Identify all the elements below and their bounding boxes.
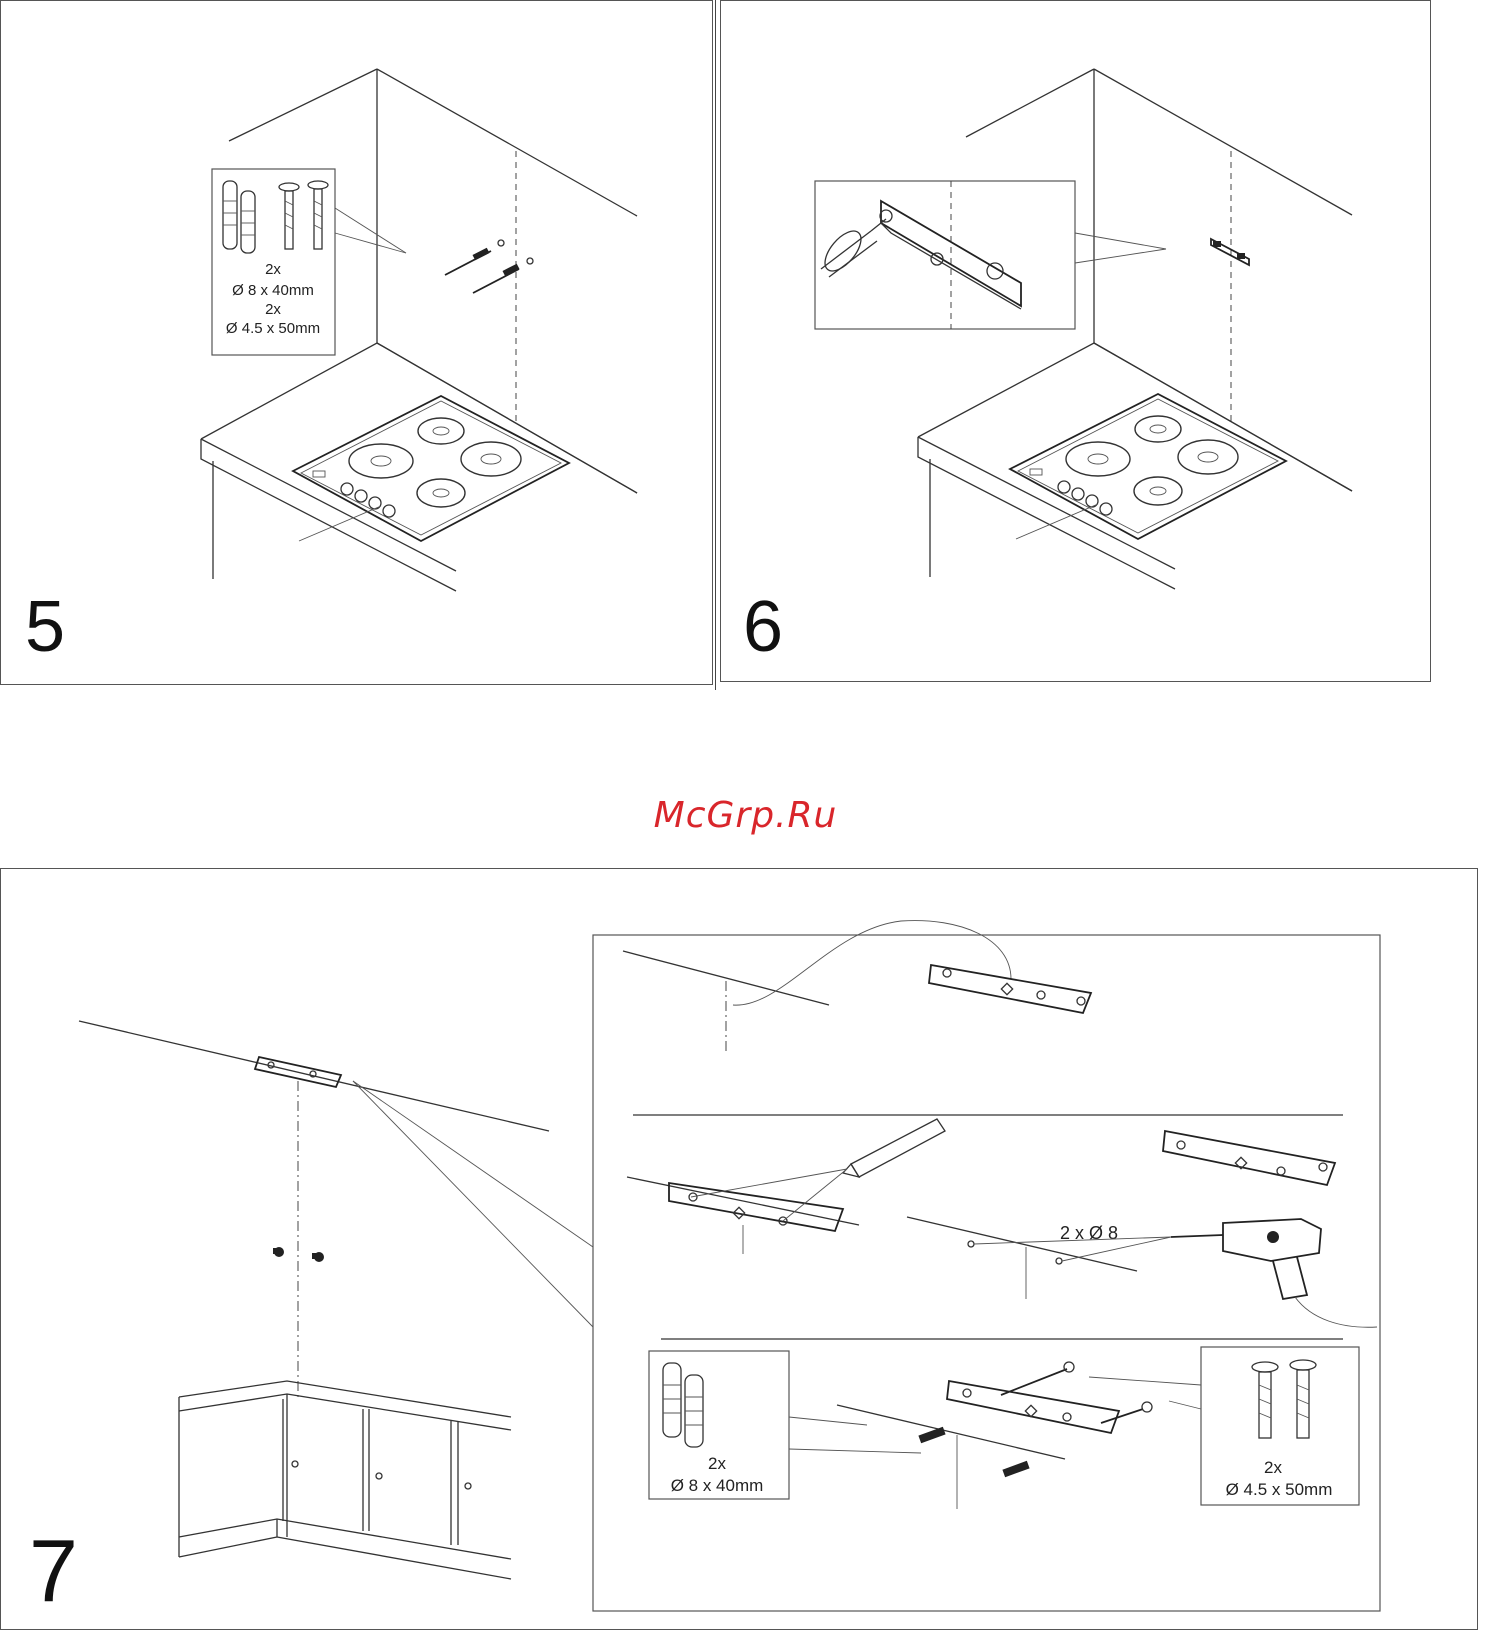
panel-divider: [715, 0, 716, 690]
step-number-7: 7: [29, 1527, 78, 1615]
step-5-panel: 2x Ø 8 x 40mm 2x Ø 4.5 x 50mm 5: [0, 0, 713, 685]
step-7-panel: 2 x Ø 8 2x Ø 8 x 40mm: [0, 868, 1478, 1630]
step-number-5: 5: [25, 591, 65, 663]
step-7-detail-box: [593, 935, 1380, 1611]
screws-label-line1: 2x: [1264, 1458, 1282, 1477]
step-6-illustration: [721, 1, 1432, 683]
step-6-panel: 6: [720, 0, 1431, 682]
step-7-illustration: 2 x Ø 8 2x Ø 8 x 40mm: [1, 869, 1479, 1631]
wall-screws-5: [445, 240, 533, 293]
parts-label-5-line1: 2x: [265, 261, 281, 278]
hob-6: [1010, 394, 1286, 539]
parts-label-5-line4: Ø 4.5 x 50mm: [226, 320, 320, 337]
parts-label-5-line3: 2x: [265, 301, 281, 318]
watermark: McGrp.Ru: [0, 795, 1491, 836]
plugs-label-line2: Ø 8 x 40mm: [671, 1476, 764, 1495]
wall-bracket-6: [1211, 239, 1249, 265]
screws-label-line2: Ø 4.5 x 50mm: [1226, 1480, 1333, 1499]
plugs-label-line1: 2x: [708, 1454, 726, 1473]
step-number-6: 6: [743, 591, 783, 663]
step-5-illustration: 2x Ø 8 x 40mm 2x Ø 4.5 x 50mm: [1, 1, 714, 686]
wall-cabinet: [179, 1381, 511, 1579]
hob-5: [293, 396, 569, 541]
bracket-detail-box: [815, 181, 1075, 329]
parts-label-5-line2: Ø 8 x 40mm: [232, 282, 314, 299]
